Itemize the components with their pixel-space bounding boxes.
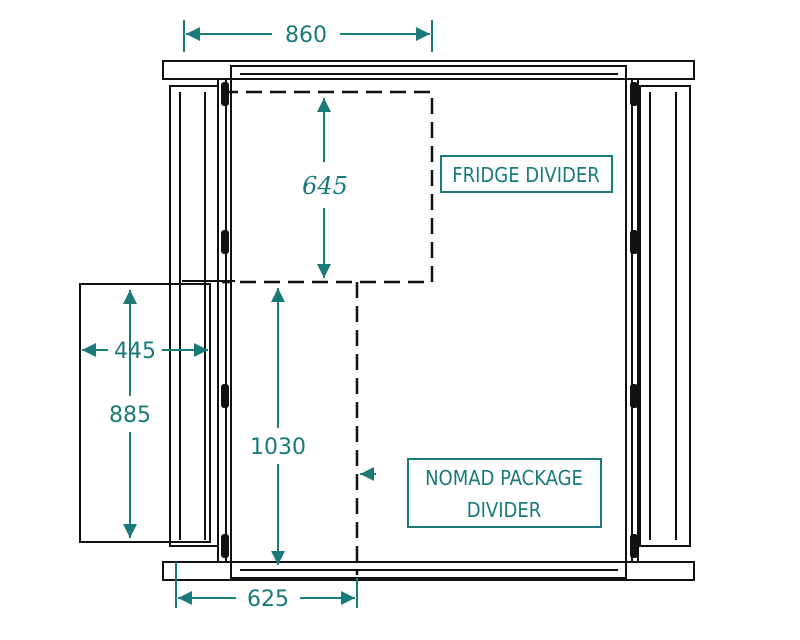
dim-625-label: 625 [247, 587, 289, 612]
dimension-lines [82, 20, 433, 608]
fridge-divider-callout: FRIDGE DIVIDER [440, 155, 613, 193]
fridge-divider-outline [222, 90, 434, 284]
left-extension-box [79, 283, 211, 543]
nomad-divider-callout: NOMAD PACKAGE DIVIDER [407, 458, 602, 528]
hinges [221, 82, 638, 558]
dim-885-label: 885 [109, 403, 151, 428]
main-compartment [230, 65, 627, 579]
top-frame-bar [162, 60, 695, 80]
right-door-panel [639, 85, 691, 547]
dim-645-label: 645 [302, 172, 348, 200]
nomad-divider-box [407, 458, 602, 528]
nomad-divider-label-line2: DIVIDER [467, 498, 542, 522]
dim-1030-label: 1030 [250, 435, 306, 460]
dim-860-label: 860 [285, 23, 327, 48]
structure-outline [79, 60, 695, 581]
dashed-dividers [222, 90, 434, 575]
nomad-divider-label-line1: NOMAD PACKAGE [425, 466, 583, 490]
bottom-frame-bar [162, 561, 695, 581]
fridge-divider-label: FRIDGE DIVIDER [452, 163, 600, 187]
dim-445-label: 445 [114, 339, 156, 364]
fridge-divider-box [440, 155, 613, 193]
